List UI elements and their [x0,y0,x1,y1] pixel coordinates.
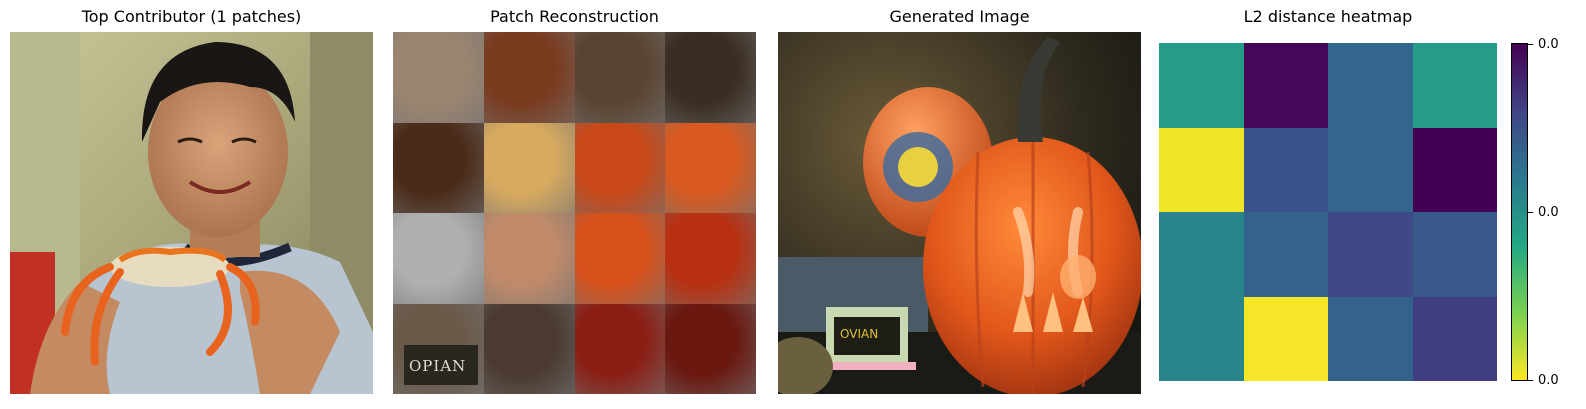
patch-reconstruction-title: Patch Reconstruction [490,7,659,26]
patch-tile-r0-c3 [665,32,756,123]
l2-heatmap [1159,43,1497,381]
generated-sign-text: OVIAN [840,327,878,341]
heatmap-cell-r2-c0 [1159,212,1244,297]
patch-tile-r1-c3 [665,122,756,213]
heatmap-title: L2 distance heatmap [1243,7,1413,26]
patch-tile-r1-c1 [483,122,575,213]
colorbar-tick-mid [1528,212,1533,213]
heatmap-cell-r1-c1 [1243,127,1328,212]
heatmap-cell-r0-c2 [1328,43,1413,128]
patch-tile-r1-c0 [393,122,484,213]
colorbar-tick-label-mid: 0.0 [1538,205,1559,220]
patch-tile-r2-c1 [483,213,575,304]
top-contributor-title: Top Contributor (1 patches) [81,7,302,26]
patch-tile-r2-c2 [574,213,666,304]
patch-sign-text: OPIAN [409,357,467,375]
patch-tile-r2-c3 [665,213,756,304]
patch-tile-r3-c3 [665,303,756,394]
patch-tile-r3-c2 [574,303,666,394]
colorbar-tick-label-bottom: 0.0 [1538,373,1559,388]
heatmap-cell-r2-c2 [1328,212,1413,297]
generated-image-title: Generated Image [889,7,1030,26]
patch-tile-r0-c2 [574,32,666,123]
heatmap-cell-r3-c1 [1243,296,1328,381]
heatmap-cell-r2-c1 [1243,212,1328,297]
colorbar-tick-top [1528,44,1533,45]
pumpkin-photo: OVIAN [778,32,1141,394]
generated-image: OVIAN [778,32,1141,394]
heatmap-cell-r1-c0 [1159,127,1244,212]
heatmap-cell-r3-c3 [1412,296,1497,381]
heatmap-cell-r1-c3 [1412,127,1497,212]
heatmap-cell-r2-c3 [1412,212,1497,297]
heatmap-cell-r1-c2 [1328,127,1413,212]
man-with-crab-photo [10,32,373,394]
patch-tile-r3-c1 [483,303,575,394]
colorbar-tick-label-top: 0.0 [1538,37,1559,52]
colorbar [1511,43,1528,381]
colorbar-tick-bottom [1528,380,1533,381]
heatmap-cell-r0-c3 [1412,43,1497,128]
heatmap-cell-r3-c0 [1159,296,1244,381]
patch-tile-r1-c2 [574,122,666,213]
heatmap-cell-r3-c2 [1328,296,1413,381]
patch-tile-r0-c0 [393,32,484,123]
patch-tile-r0-c1 [483,32,575,123]
heatmap-cell-r0-c0 [1159,43,1244,128]
patch-reconstruction-grid [393,32,756,394]
patch-sign: OPIAN [404,345,478,385]
patch-tile-r2-c0 [393,213,484,304]
top-contributor-image [10,32,373,394]
heatmap-cell-r0-c1 [1243,43,1328,128]
